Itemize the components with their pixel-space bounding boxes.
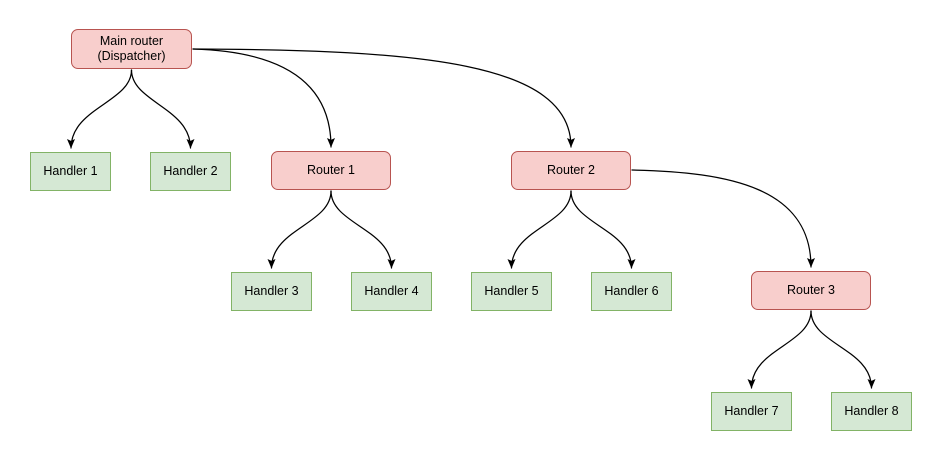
node-router-2[interactable]: Router 2 <box>511 151 631 190</box>
edge-router-2-router-3 <box>631 169 815 268</box>
node-label-handler-4: Handler 4 <box>364 284 419 299</box>
node-router-3[interactable]: Router 3 <box>751 271 871 310</box>
node-router-1[interactable]: Router 1 <box>271 151 391 190</box>
node-label-handler-7: Handler 7 <box>724 404 779 419</box>
node-handler-5[interactable]: Handler 5 <box>471 272 552 311</box>
node-label-router-3: Router 3 <box>787 283 835 298</box>
node-label-handler-1: Handler 1 <box>43 164 98 179</box>
edge-main-router-2 <box>192 48 575 148</box>
node-label-handler-8: Handler 8 <box>844 404 899 419</box>
node-handler-4[interactable]: Handler 4 <box>351 272 432 311</box>
node-label-handler-6: Handler 6 <box>604 284 659 299</box>
edge-router-3-handler-8 <box>810 310 876 389</box>
node-main-router[interactable]: Main router (Dispatcher) <box>71 29 192 69</box>
node-handler-7[interactable]: Handler 7 <box>711 392 792 431</box>
node-handler-2[interactable]: Handler 2 <box>150 152 231 191</box>
node-handler-1[interactable]: Handler 1 <box>30 152 111 191</box>
edge-router-3-handler-7 <box>747 310 812 389</box>
node-handler-6[interactable]: Handler 6 <box>591 272 672 311</box>
edge-main-handler-2 <box>130 69 195 149</box>
edge-main-router-1 <box>192 48 335 148</box>
node-label-handler-5: Handler 5 <box>484 284 539 299</box>
node-handler-8[interactable]: Handler 8 <box>831 392 912 431</box>
edge-router-1-handler-3 <box>267 190 332 269</box>
node-label-main-router: Main router (Dispatcher) <box>97 34 166 63</box>
node-label-handler-3: Handler 3 <box>244 284 299 299</box>
edge-main-handler-1 <box>67 69 133 149</box>
node-handler-3[interactable]: Handler 3 <box>231 272 312 311</box>
edge-router-1-handler-4 <box>330 190 396 269</box>
node-label-router-2: Router 2 <box>547 163 595 178</box>
edge-router-2-handler-5 <box>507 190 572 269</box>
node-label-router-1: Router 1 <box>307 163 355 178</box>
edges-group <box>67 48 876 389</box>
edge-router-2-handler-6 <box>570 190 636 269</box>
node-label-handler-2: Handler 2 <box>163 164 218 179</box>
